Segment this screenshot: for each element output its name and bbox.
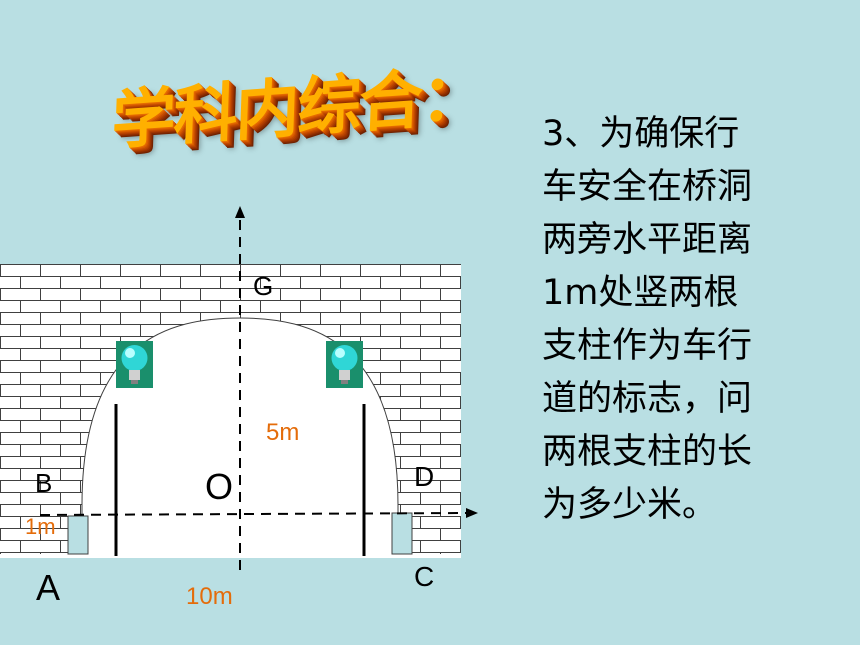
problem-line: 1m处竖两根: [542, 273, 739, 313]
base-block-left: [67, 515, 89, 555]
ground: [0, 554, 461, 558]
problem-line: 支柱作为车行: [542, 326, 753, 366]
label-O: O: [205, 466, 234, 507]
problem-text: 3、为确保行 车安全在桥洞 两旁水平距离 1m处竖两根 支柱作为车行 道的标志，…: [542, 108, 822, 532]
problem-line: 为多少米。: [542, 485, 718, 525]
lamp-icon: [116, 341, 153, 388]
x-axis-arrow: [466, 508, 478, 518]
label-A: A: [36, 567, 61, 608]
label-G: G: [253, 271, 274, 301]
problem-line: 两旁水平距离: [542, 220, 753, 260]
label-D: D: [414, 461, 435, 492]
label-width: 10m: [186, 583, 233, 610]
tunnel-arch: [81, 317, 399, 557]
problem-line: 道的标志，问: [542, 379, 753, 419]
label-height: 5m: [266, 419, 300, 446]
problem-line: 车安全在桥洞: [542, 167, 753, 207]
lamp-icon: [326, 341, 363, 388]
label-B: B: [35, 468, 53, 498]
problem-line: 3、为确保行: [542, 114, 740, 154]
x-axis: [39, 512, 469, 516]
label-offset: 1m: [25, 514, 56, 539]
label-C: C: [414, 561, 435, 592]
problem-line: 两根支柱的长: [542, 432, 753, 472]
y-axis-arrow: [235, 206, 245, 218]
base-block-right: [391, 512, 413, 555]
